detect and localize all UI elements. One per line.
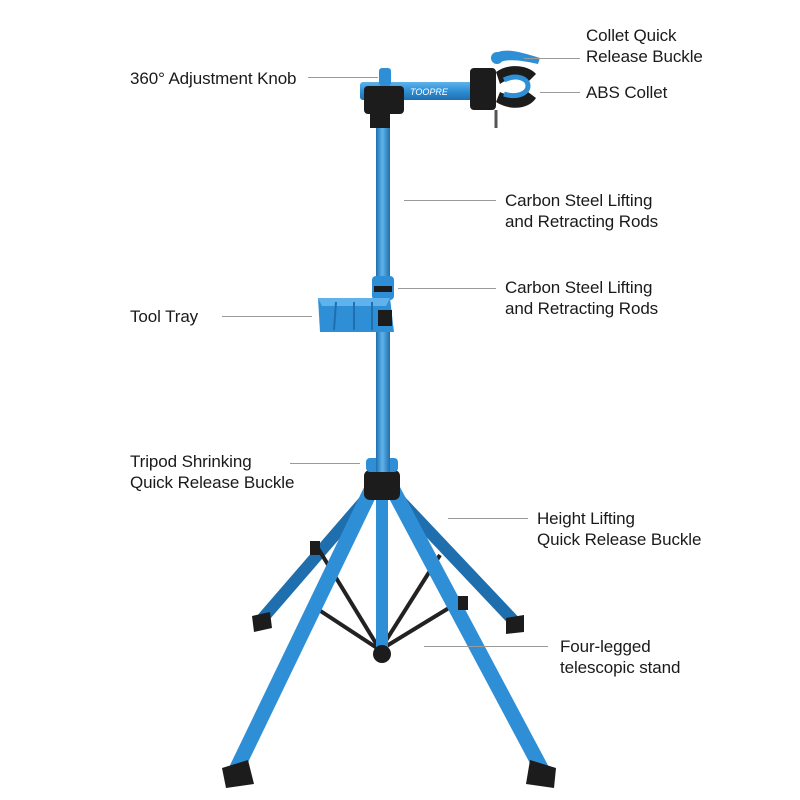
leader-height-buckle	[448, 518, 528, 519]
label-360-adjustment-knob: 360° Adjustment Knob	[130, 69, 297, 88]
label-carbon-steel-rods-lower: Carbon Steel Lifting and Retracting Rods	[505, 278, 659, 318]
label-carbon-steel-rods-upper: Carbon Steel Lifting and Retracting Rods	[505, 191, 659, 231]
leader-adjustment-knob	[308, 77, 378, 78]
leader-four-legged	[424, 646, 548, 647]
label-four-legged-stand: Four-legged telescopic stand	[560, 637, 681, 677]
leader-tripod-buckle	[290, 463, 360, 464]
leader-tool-tray	[222, 316, 312, 317]
leader-lifting-rods-upper	[404, 200, 496, 201]
label-tripod-shrinking-buckle: Tripod Shrinking Quick Release Buckle	[130, 452, 295, 492]
label-abs-collet: ABS Collet	[586, 83, 668, 102]
leader-abs-collet	[540, 92, 580, 93]
top-head: TOOPRE	[360, 68, 478, 128]
leader-lifting-rods-lower	[398, 288, 496, 289]
main-column	[372, 100, 394, 472]
front-legs	[222, 480, 556, 788]
label-collet-quick-release-buckle: Collet Quick Release Buckle	[586, 26, 703, 66]
tool-tray	[318, 298, 394, 332]
leader-collet-buckle	[524, 58, 580, 59]
label-height-lifting-buckle: Height Lifting Quick Release Buckle	[537, 509, 702, 549]
label-tool-tray: Tool Tray	[130, 307, 199, 326]
clamp-head	[470, 50, 540, 128]
brand-mark: TOOPRE	[410, 87, 449, 97]
